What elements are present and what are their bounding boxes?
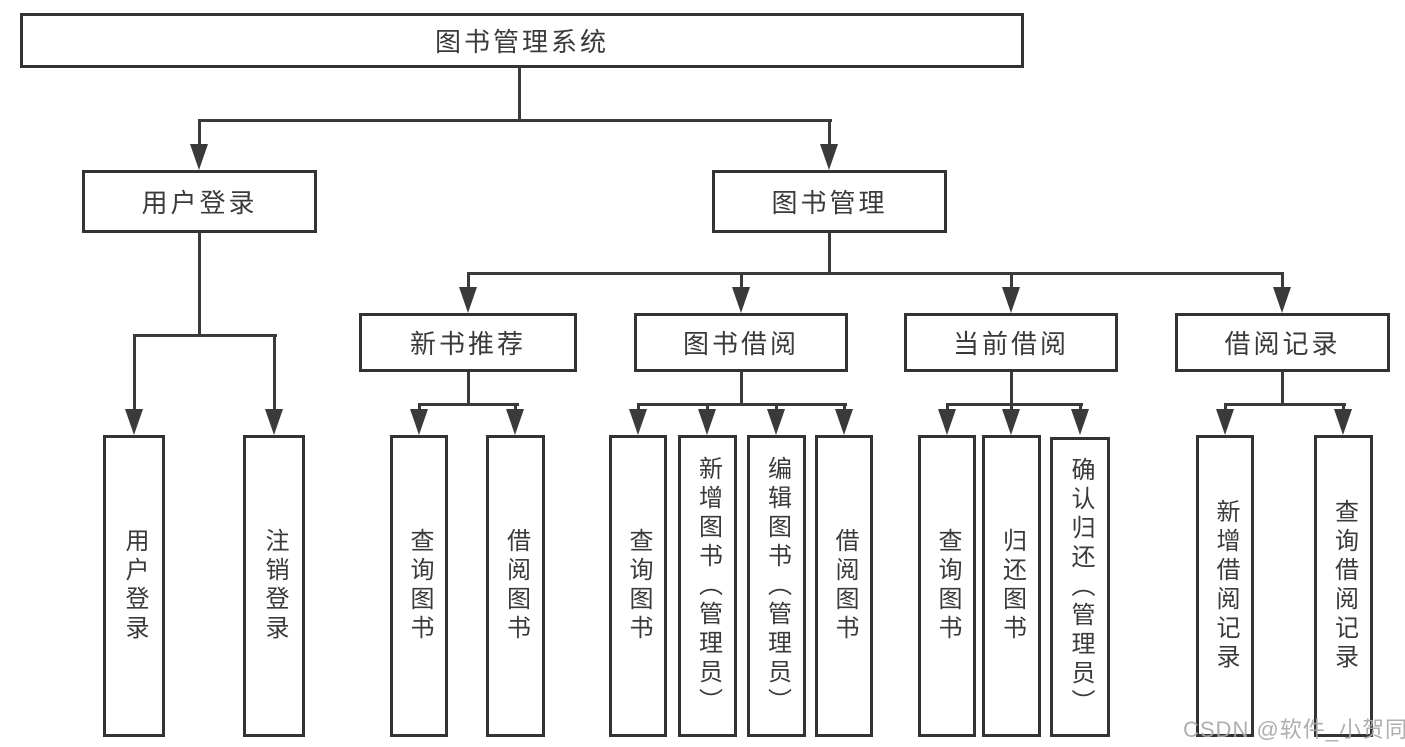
arrowhead-down (698, 409, 716, 435)
leaf-edit-book-admin: 编辑图书（管理员） (747, 435, 806, 737)
leaf-confirm-return-admin: 确认归还（管理员） (1050, 437, 1110, 737)
leaf-logout: 注销登录 (243, 435, 305, 737)
leaf-borrow-books: 借阅图书 (815, 435, 873, 737)
arrowhead-down (767, 409, 785, 435)
arrowhead-down (506, 409, 524, 435)
connector-line (467, 372, 470, 406)
connector-line (1224, 403, 1227, 413)
node-label: 图书管理系统 (434, 27, 609, 57)
connector-line (198, 233, 201, 337)
node-label: 归还图书 (998, 528, 1026, 644)
leaf-borrow-books-recommend: 借阅图书 (486, 435, 545, 737)
connector-line (740, 272, 743, 290)
node-current-borrowing: 当前借阅 (904, 313, 1118, 372)
node-book-management: 图书管理 (712, 170, 947, 233)
connector-line (1010, 372, 1013, 406)
arrowhead-down (190, 144, 208, 170)
arrowhead-down (459, 287, 477, 313)
connector-line (518, 68, 521, 121)
node-new-book-recommendation: 新书推荐 (359, 313, 577, 372)
arrowhead-down (1216, 409, 1234, 435)
node-label: 借阅图书 (831, 528, 858, 644)
connector-line (133, 334, 136, 411)
node-label: 确认归还（管理员） (1067, 456, 1094, 718)
arrowhead-down (410, 409, 428, 435)
connector-line (775, 403, 778, 413)
leaf-add-borrow-record: 新增借阅记录 (1196, 435, 1254, 737)
connector-line (133, 334, 277, 337)
arrowhead-down (1002, 409, 1020, 435)
connector-line (706, 403, 709, 413)
arrowhead-down (835, 409, 853, 435)
connector-line (637, 403, 640, 413)
arrowhead-down (1002, 287, 1020, 313)
connector-line (1010, 272, 1013, 290)
node-book-borrowing: 图书借阅 (634, 313, 848, 372)
node-label: 查询图书 (406, 528, 433, 644)
node-label: 当前借阅 (952, 329, 1069, 359)
node-label: 新书推荐 (409, 329, 526, 359)
leaf-return-book: 归还图书 (982, 435, 1041, 737)
node-borrowing-records: 借阅记录 (1175, 313, 1390, 372)
connector-line (198, 119, 201, 147)
node-label: 借阅图书 (502, 528, 530, 644)
connector-line (418, 403, 519, 406)
node-label: 图书管理 (771, 188, 888, 218)
arrowhead-down (820, 144, 838, 170)
node-label: 编辑图书（管理员） (763, 455, 791, 717)
arrowhead-down (1273, 287, 1291, 313)
connector-line (637, 403, 847, 406)
arrowhead-down (1071, 409, 1089, 435)
connector-line (418, 403, 421, 413)
connector-line (946, 403, 949, 413)
connector-line (198, 119, 832, 122)
connector-line (843, 403, 846, 413)
connector-line (1079, 403, 1082, 413)
connector-line (1281, 372, 1284, 406)
connector-line (740, 372, 743, 406)
leaf-add-book-admin: 新增图书（管理员） (678, 435, 737, 737)
node-label: 用户登录 (141, 188, 258, 218)
connector-line (1281, 272, 1284, 290)
connector-line (467, 272, 1284, 275)
connector-line (1010, 403, 1013, 413)
connector-line (273, 334, 276, 411)
arrowhead-down (938, 409, 956, 435)
node-label: 查询借阅记录 (1330, 499, 1358, 673)
node-label: 查询图书 (934, 528, 961, 644)
node-label: 图书借阅 (682, 329, 799, 359)
node-label: 用户登录 (121, 528, 148, 644)
leaf-query-books-current: 查询图书 (918, 435, 976, 737)
connector-line (1342, 403, 1345, 413)
arrowhead-down (629, 409, 647, 435)
arrowhead-down (265, 409, 283, 435)
arrowhead-down (1334, 409, 1352, 435)
node-label: 新增图书（管理员） (694, 455, 722, 717)
connector-line (946, 403, 1083, 406)
node-label: 注销登录 (261, 528, 288, 644)
leaf-query-books-borrowing: 查询图书 (609, 435, 667, 737)
leaf-query-borrow-record: 查询借阅记录 (1314, 435, 1373, 737)
node-label: 借阅记录 (1224, 329, 1341, 359)
connector-line (467, 272, 470, 290)
connector-line (828, 233, 831, 275)
arrowhead-down (732, 287, 750, 313)
csdn-watermark: CSDN @软件_小贺同学 (1183, 717, 1405, 742)
node-label: 查询图书 (625, 528, 652, 644)
connector-line (828, 119, 831, 147)
connector-line (1224, 403, 1346, 406)
leaf-query-books-recommend: 查询图书 (390, 435, 448, 737)
node-library-management-system: 图书管理系统 (20, 13, 1024, 68)
leaf-user-login: 用户登录 (103, 435, 165, 737)
connector-line (514, 403, 517, 413)
arrowhead-down (125, 409, 143, 435)
node-user-login: 用户登录 (82, 170, 317, 233)
node-label: 新增借阅记录 (1212, 499, 1239, 673)
